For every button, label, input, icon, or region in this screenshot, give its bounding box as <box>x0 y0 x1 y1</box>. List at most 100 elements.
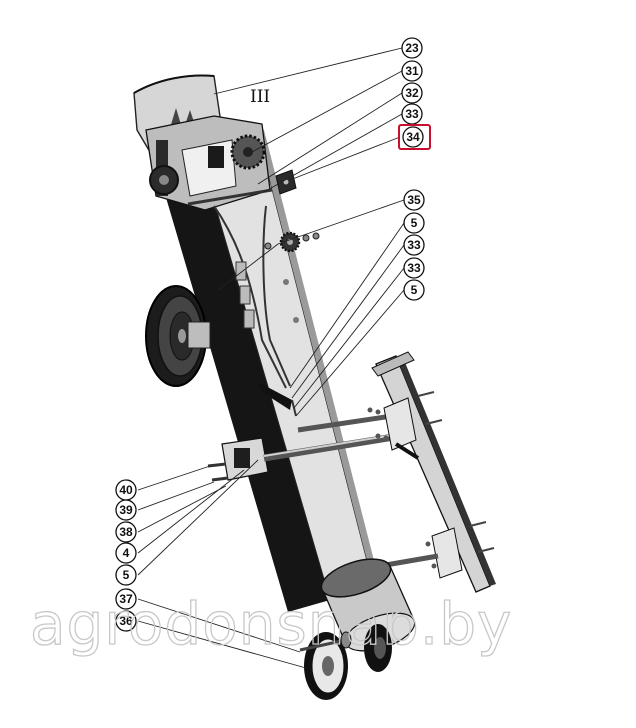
section-label: III <box>250 87 270 107</box>
svg-text:23: 23 <box>405 41 419 55</box>
leader-33b <box>291 244 405 399</box>
leader-4 <box>137 469 245 554</box>
svg-text:5: 5 <box>411 283 418 297</box>
callout-5-lower: 5 <box>115 564 137 586</box>
leader-37 <box>137 598 301 653</box>
leader-32 <box>257 92 403 185</box>
frame-dark-side <box>152 140 330 612</box>
svg-text:32: 32 <box>405 86 419 100</box>
callout-23: 23 <box>401 37 423 59</box>
leader-33c <box>293 267 405 409</box>
frame-roller-3 <box>243 309 255 329</box>
bracket-bolt-bottom <box>211 476 229 482</box>
frame-bolt-1 <box>283 279 289 285</box>
bottom-black-wheel <box>364 624 392 672</box>
svg-text:4: 4 <box>123 546 130 560</box>
tie-rod-right <box>262 205 291 387</box>
highlight-box <box>398 124 431 150</box>
leader-lines <box>137 47 405 669</box>
shaker-bolt-2 <box>425 419 443 425</box>
leader-38 <box>137 485 227 533</box>
shaker-bolt-4 <box>477 547 495 553</box>
side-bracket-block <box>234 448 250 468</box>
scraper-wedge <box>258 382 292 410</box>
svg-text:34: 34 <box>406 130 420 144</box>
frame-bolt-2 <box>293 317 299 323</box>
callout-35: 35 <box>403 189 425 211</box>
callout-33-upper: 33 <box>401 103 423 125</box>
shaker-nut-2 <box>375 409 381 415</box>
callout-32: 32 <box>401 82 423 104</box>
shaker-nut-6 <box>431 563 437 569</box>
leader-35 <box>277 199 405 245</box>
svg-text:39: 39 <box>119 503 133 517</box>
svg-text:33: 33 <box>405 107 419 121</box>
shaker-bolt-1 <box>417 391 435 397</box>
spacer-3 <box>264 242 272 250</box>
svg-text:37: 37 <box>119 592 133 606</box>
spacer-1 <box>302 234 310 242</box>
shaker-bracket-upper <box>383 397 417 451</box>
frame-roller-2 <box>239 285 251 305</box>
bottom-drum <box>320 558 416 652</box>
leader-5c <box>137 459 259 576</box>
head-gear-hub <box>243 147 253 157</box>
leader-35b <box>217 243 279 291</box>
callout-4: 4 <box>115 542 137 564</box>
bracket-bolt-top <box>207 462 227 468</box>
callout-5-upper: 5 <box>403 212 425 234</box>
watermark: agrodonsnab.by <box>30 590 512 658</box>
callouts: 23 31 32 33 34 35 5 33 <box>115 37 431 632</box>
callout-38: 38 <box>115 521 137 543</box>
leader-34 <box>289 136 401 181</box>
leader-31 <box>251 70 403 153</box>
svg-text:31: 31 <box>405 64 419 78</box>
svg-text:5: 5 <box>123 568 130 582</box>
side-axle <box>263 432 401 462</box>
shaker-foot-arm <box>394 442 420 460</box>
shaker-nut-3 <box>375 433 381 439</box>
svg-text:40: 40 <box>119 483 133 497</box>
leader-5b <box>295 289 405 417</box>
shaker-bracket-lower <box>431 527 463 579</box>
leader-36 <box>137 620 307 669</box>
callout-39: 39 <box>115 499 137 521</box>
frame-roller-1 <box>235 261 247 281</box>
shaker-bolt-3 <box>469 521 487 527</box>
leader-5a <box>289 222 405 389</box>
machine-drawing <box>133 74 496 700</box>
upper-axle <box>297 413 393 433</box>
head-cross-rod <box>187 188 273 206</box>
callout-5-middle: 5 <box>403 279 425 301</box>
head-box-window <box>208 146 224 168</box>
callout-37: 37 <box>115 588 137 610</box>
callout-33-middle: 33 <box>403 234 425 256</box>
leader-40 <box>137 465 211 491</box>
tie-rod-left <box>213 205 287 389</box>
hood-rim <box>133 74 215 94</box>
bottom-white-wheel <box>299 631 352 700</box>
shaker-nut-5 <box>425 541 431 547</box>
leader-39 <box>137 481 215 511</box>
callout-36: 36 <box>115 610 137 632</box>
leader-23 <box>213 47 403 95</box>
callout-33-lower: 33 <box>403 257 425 279</box>
shaker-top-cap <box>371 351 415 377</box>
spacer-2 <box>312 232 320 240</box>
svg-text:33: 33 <box>407 261 421 275</box>
svg-text:36: 36 <box>119 614 133 628</box>
head-sprocket-hub <box>159 175 169 185</box>
callout-31: 31 <box>401 60 423 82</box>
svg-text:5: 5 <box>411 216 418 230</box>
svg-text:33: 33 <box>407 238 421 252</box>
svg-text:35: 35 <box>407 193 421 207</box>
leader-33a <box>263 113 403 193</box>
callout-34-highlighted: 34 <box>398 124 431 150</box>
shaker-beam-dark <box>396 356 496 586</box>
big-pulley <box>145 285 211 387</box>
shaker-nut-4 <box>383 435 389 441</box>
shaker-nut-1 <box>367 407 373 413</box>
svg-text:38: 38 <box>119 525 133 539</box>
callout-40: 40 <box>115 479 137 501</box>
